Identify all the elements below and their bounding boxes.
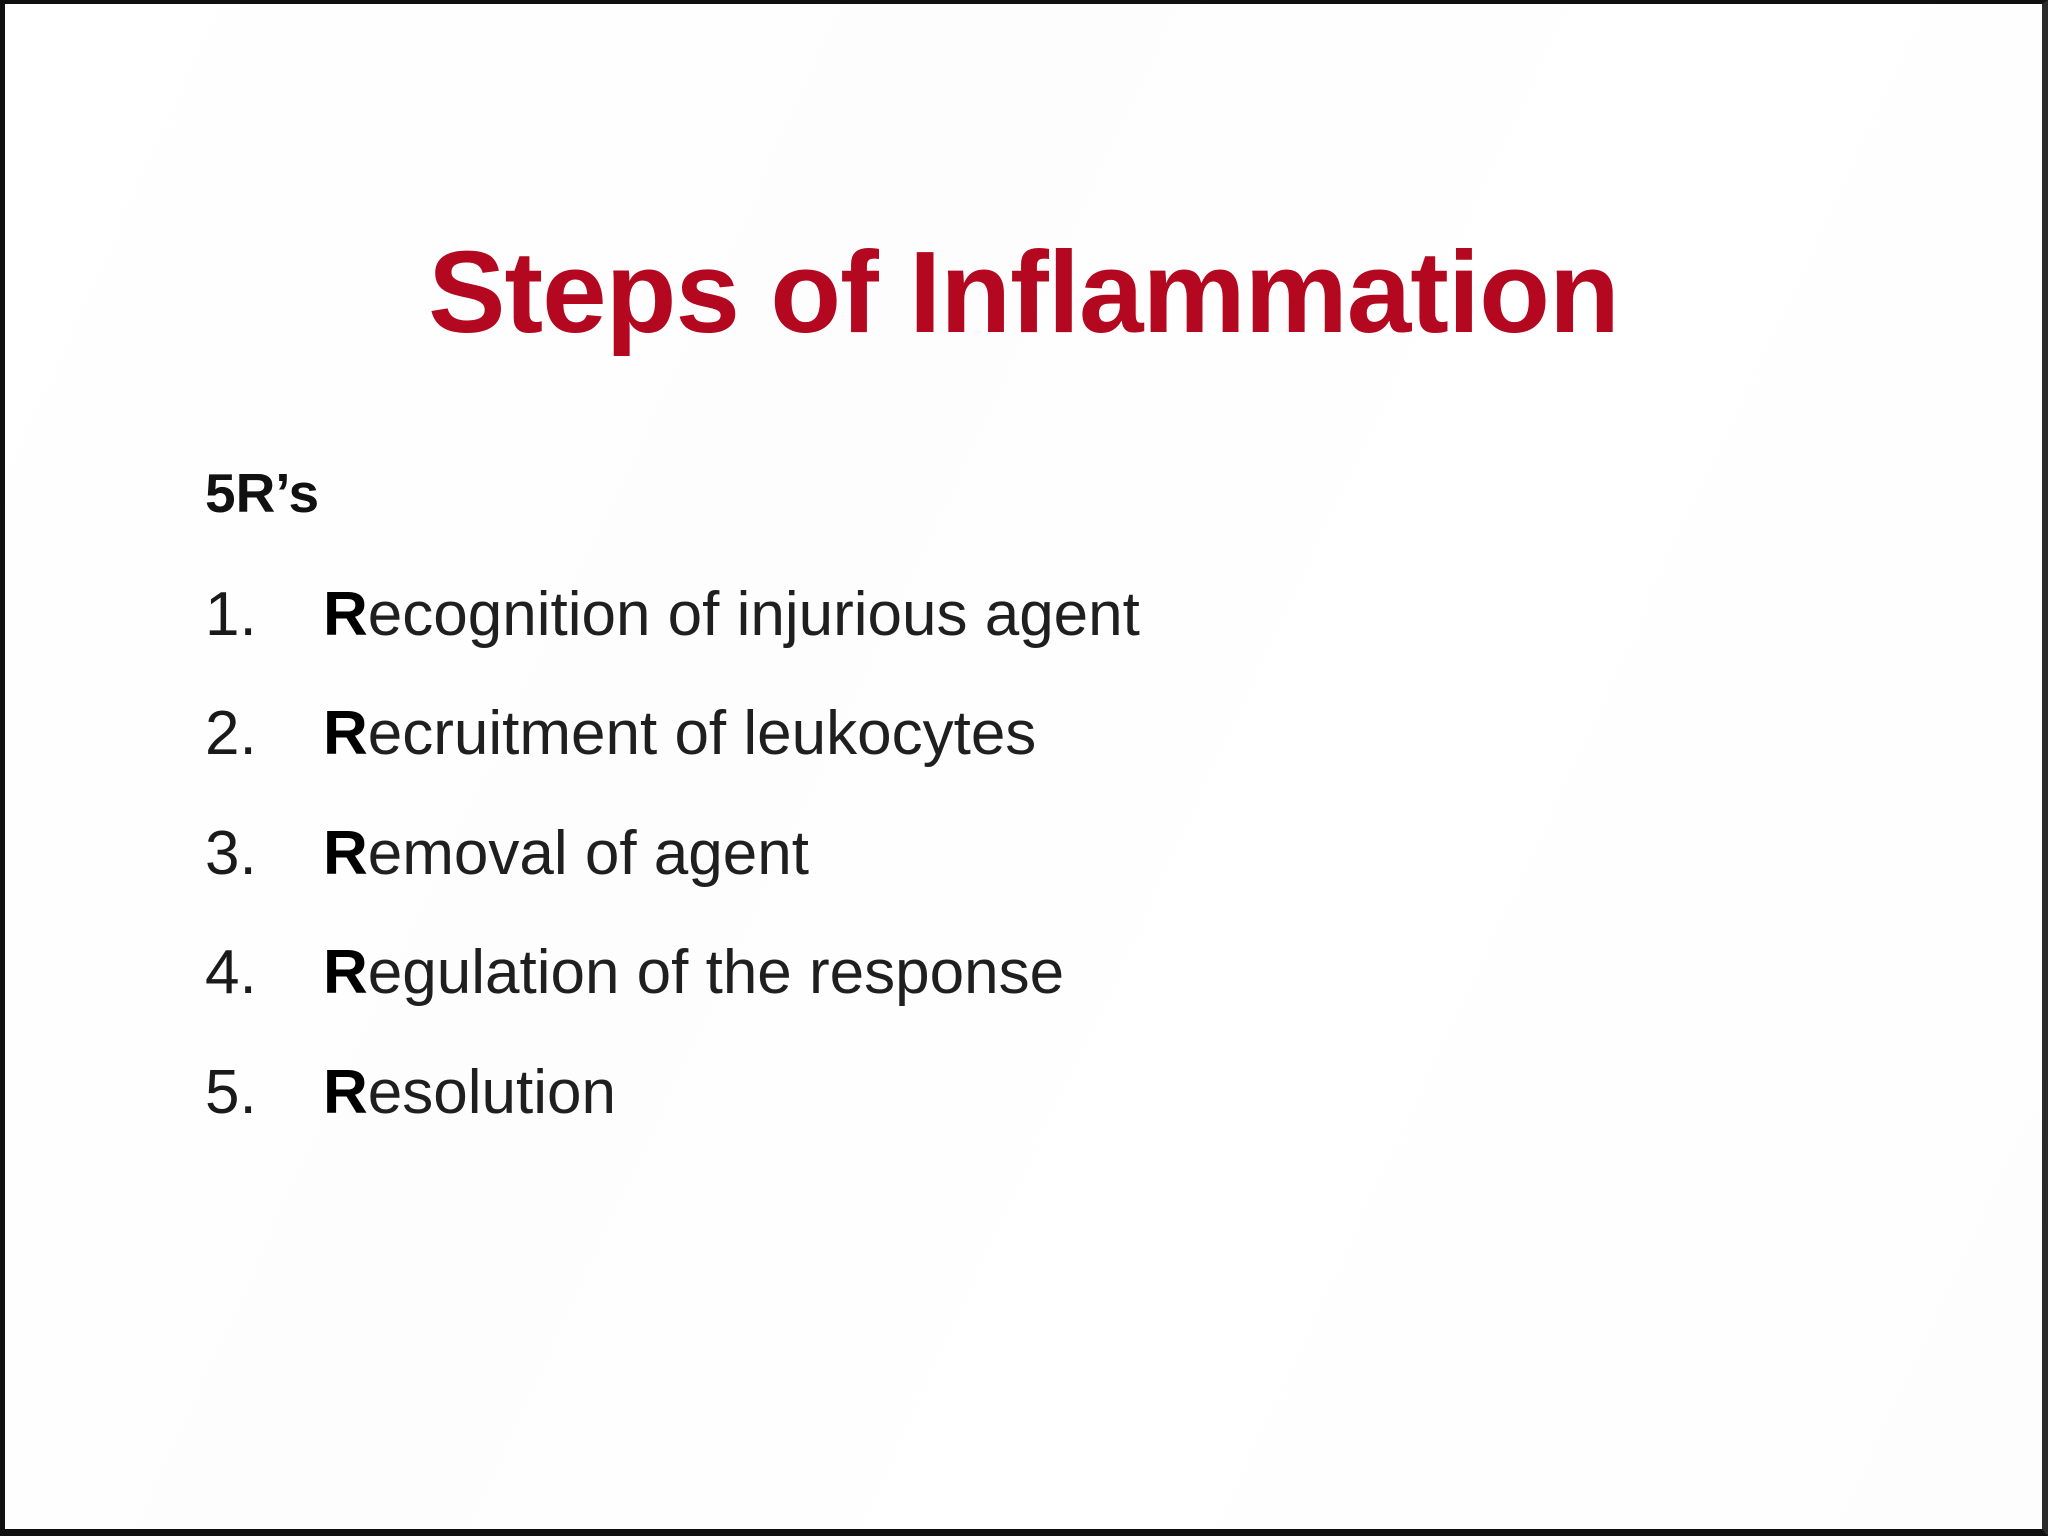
- list-item-initial: R: [323, 580, 368, 649]
- list-item-number: 5.: [205, 1057, 257, 1127]
- subheading-5rs: 5R’s: [205, 462, 320, 524]
- list-item-initial: R: [323, 818, 368, 888]
- list-item-initial: R: [323, 1057, 368, 1127]
- list-item-initial: R: [323, 938, 368, 1008]
- list-item-text: esolution: [367, 1057, 616, 1127]
- list-item-number: 1.: [205, 580, 257, 649]
- list-item-number: 3.: [205, 818, 257, 888]
- list-item-text: ecognition of injurious agent: [367, 580, 1140, 649]
- page-title: Steps of Inflammation: [428, 226, 1620, 357]
- list-item: 1. R ecognition of injurious agent: [205, 580, 1905, 649]
- list-item-number: 2.: [205, 699, 257, 769]
- list-item: 5. R esolution: [205, 1057, 1905, 1127]
- list-item-number: 4.: [205, 938, 257, 1008]
- list-item: 2. R ecruitment of leukocytes: [205, 699, 1905, 769]
- list-item-text: emoval of agent: [367, 818, 809, 888]
- steps-list: 1. R ecognition of injurious agent 2. R …: [205, 580, 1905, 1127]
- list-item-initial: R: [323, 699, 368, 769]
- list-item: 3. R emoval of agent: [205, 818, 1905, 888]
- slide-body: 5R’s 1. R ecognition of injurious agent …: [205, 466, 1905, 1125]
- list-item: 4. R egulation of the response: [205, 938, 1905, 1008]
- list-item-text: ecruitment of leukocytes: [367, 699, 1037, 769]
- list-item-text: egulation of the response: [367, 938, 1065, 1008]
